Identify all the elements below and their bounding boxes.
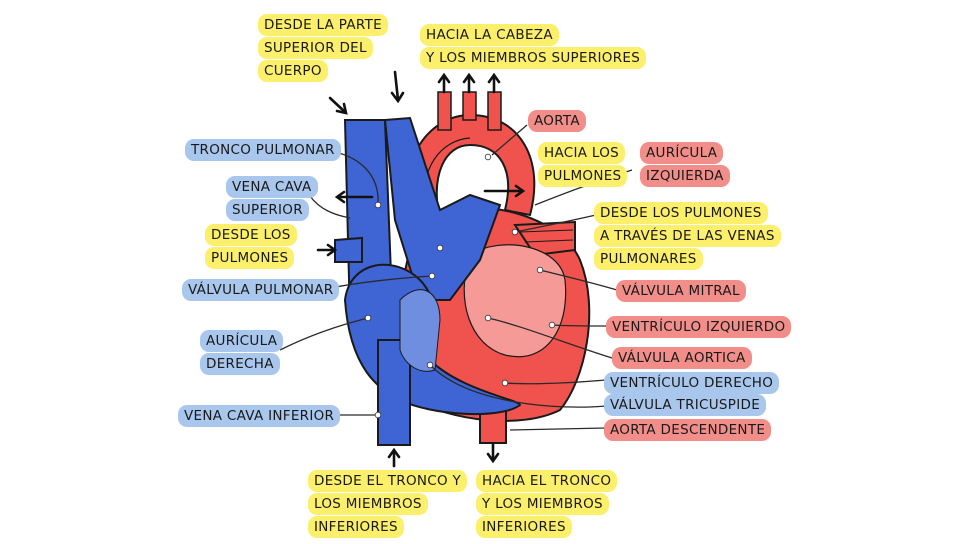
label-valvula-tricuspide: VÁLVULA TRICUSPIDE xyxy=(604,394,767,417)
label-line: DESDE LOS PULMONES xyxy=(594,202,768,224)
label-valvula-mitral: VÁLVULA MITRAL xyxy=(616,280,746,303)
label-line: LOS MIEMBROS xyxy=(308,493,428,515)
label-line: VÁLVULA PULMONAR xyxy=(182,279,340,301)
flow-arrow-from-top xyxy=(328,96,347,114)
label-line: TRONCO PULMONAR xyxy=(185,139,341,161)
label-line: Y LOS MIEMBROS xyxy=(476,493,609,515)
pulmonary-trunk xyxy=(383,116,502,301)
aorta-branch-1 xyxy=(437,91,452,131)
label-ventriculo-derecho: VENTRÍCULO DERECHO xyxy=(604,372,780,395)
label-line: VENTRÍCULO IZQUIERDO xyxy=(606,316,792,338)
label-line: VENA CAVA INFERIOR xyxy=(178,405,341,427)
label-aorta-descendente: AORTA DESCENDENTE xyxy=(604,419,772,442)
label-vena-cava-superior: VENA CAVA SUPERIOR xyxy=(226,176,318,222)
label-desde-tronco: DESDE EL TRONCO Y LOS MIEMBROS INFERIORE… xyxy=(308,470,468,539)
label-line: AORTA xyxy=(528,110,586,132)
label-line: HACIA EL TRONCO xyxy=(476,470,618,492)
right-heart-interior xyxy=(399,289,441,372)
label-hacia-tronco: HACIA EL TRONCO Y LOS MIEMBROS INFERIORE… xyxy=(476,470,618,539)
label-line: HACIA LOS xyxy=(538,142,626,164)
label-desde-parte-superior: DESDE LA PARTE SUPERIOR DEL CUERPO xyxy=(258,14,388,83)
label-valvula-aortica: VÁLVULA AORTICA xyxy=(612,347,752,370)
pulmonary-branch-left xyxy=(334,236,363,263)
label-auricula-izquierda: AURÍCULA IZQUIERDA xyxy=(640,142,730,188)
label-line: INFERIORES xyxy=(308,516,404,538)
label-line: VÁLVULA AORTICA xyxy=(612,347,752,369)
label-line: VENTRÍCULO DERECHO xyxy=(604,372,780,394)
label-line: INFERIORES xyxy=(476,516,572,538)
label-line: PULMONES xyxy=(538,165,628,187)
label-line: PULMONARES xyxy=(594,248,703,270)
label-desde-pulmones-venas: DESDE LOS PULMONES A TRAVÉS DE LAS VENAS… xyxy=(594,202,781,271)
label-line: SUPERIOR xyxy=(226,199,309,221)
label-line: PULMONES xyxy=(205,247,295,269)
label-line: HACIA LA CABEZA xyxy=(420,24,559,46)
label-line: IZQUIERDA xyxy=(640,165,730,187)
pv-line-2 xyxy=(524,239,574,243)
label-line: Y LOS MIEMBROS SUPERIORES xyxy=(420,47,647,69)
label-ventriculo-izquierdo: VENTRÍCULO IZQUIERDO xyxy=(606,316,792,339)
label-line: AURÍCULA xyxy=(640,142,724,164)
label-line: AURÍCULA xyxy=(200,330,284,352)
label-line: DESDE EL TRONCO Y xyxy=(308,470,468,492)
aorta-branch-2 xyxy=(462,91,477,121)
label-tronco-pulmonar: TRONCO PULMONAR xyxy=(185,139,341,162)
aorta-branch-3 xyxy=(487,91,502,131)
label-hacia-pulmones: HACIA LOS PULMONES xyxy=(538,142,628,188)
label-line: SUPERIOR DEL xyxy=(258,37,373,59)
label-line: A TRAVÉS DE LAS VENAS xyxy=(594,225,781,247)
label-line: AORTA DESCENDENTE xyxy=(604,419,772,441)
label-auricula-derecha: AURÍCULA DERECHA xyxy=(200,330,284,376)
label-line: CUERPO xyxy=(258,60,328,82)
label-line: DERECHA xyxy=(200,353,280,375)
label-line: DESDE LOS xyxy=(205,224,297,246)
label-valvula-pulmonar: VÁLVULA PULMONAR xyxy=(182,279,340,302)
label-hacia-cabeza: HACIA LA CABEZA Y LOS MIEMBROS SUPERIORE… xyxy=(420,24,647,70)
label-vena-cava-inferior: VENA CAVA INFERIOR xyxy=(178,405,341,428)
label-aorta: AORTA xyxy=(528,110,586,133)
label-line: VÁLVULA MITRAL xyxy=(616,280,746,302)
pv-line-1 xyxy=(519,229,574,233)
label-line: VÁLVULA TRICUSPIDE xyxy=(604,394,767,416)
label-line: DESDE LA PARTE xyxy=(258,14,388,36)
aortic-arch xyxy=(405,113,536,221)
flow-arrow-from-top-2 xyxy=(393,70,400,102)
label-desde-pulmones: DESDE LOS PULMONES xyxy=(205,224,297,270)
label-line: VENA CAVA xyxy=(226,176,318,198)
